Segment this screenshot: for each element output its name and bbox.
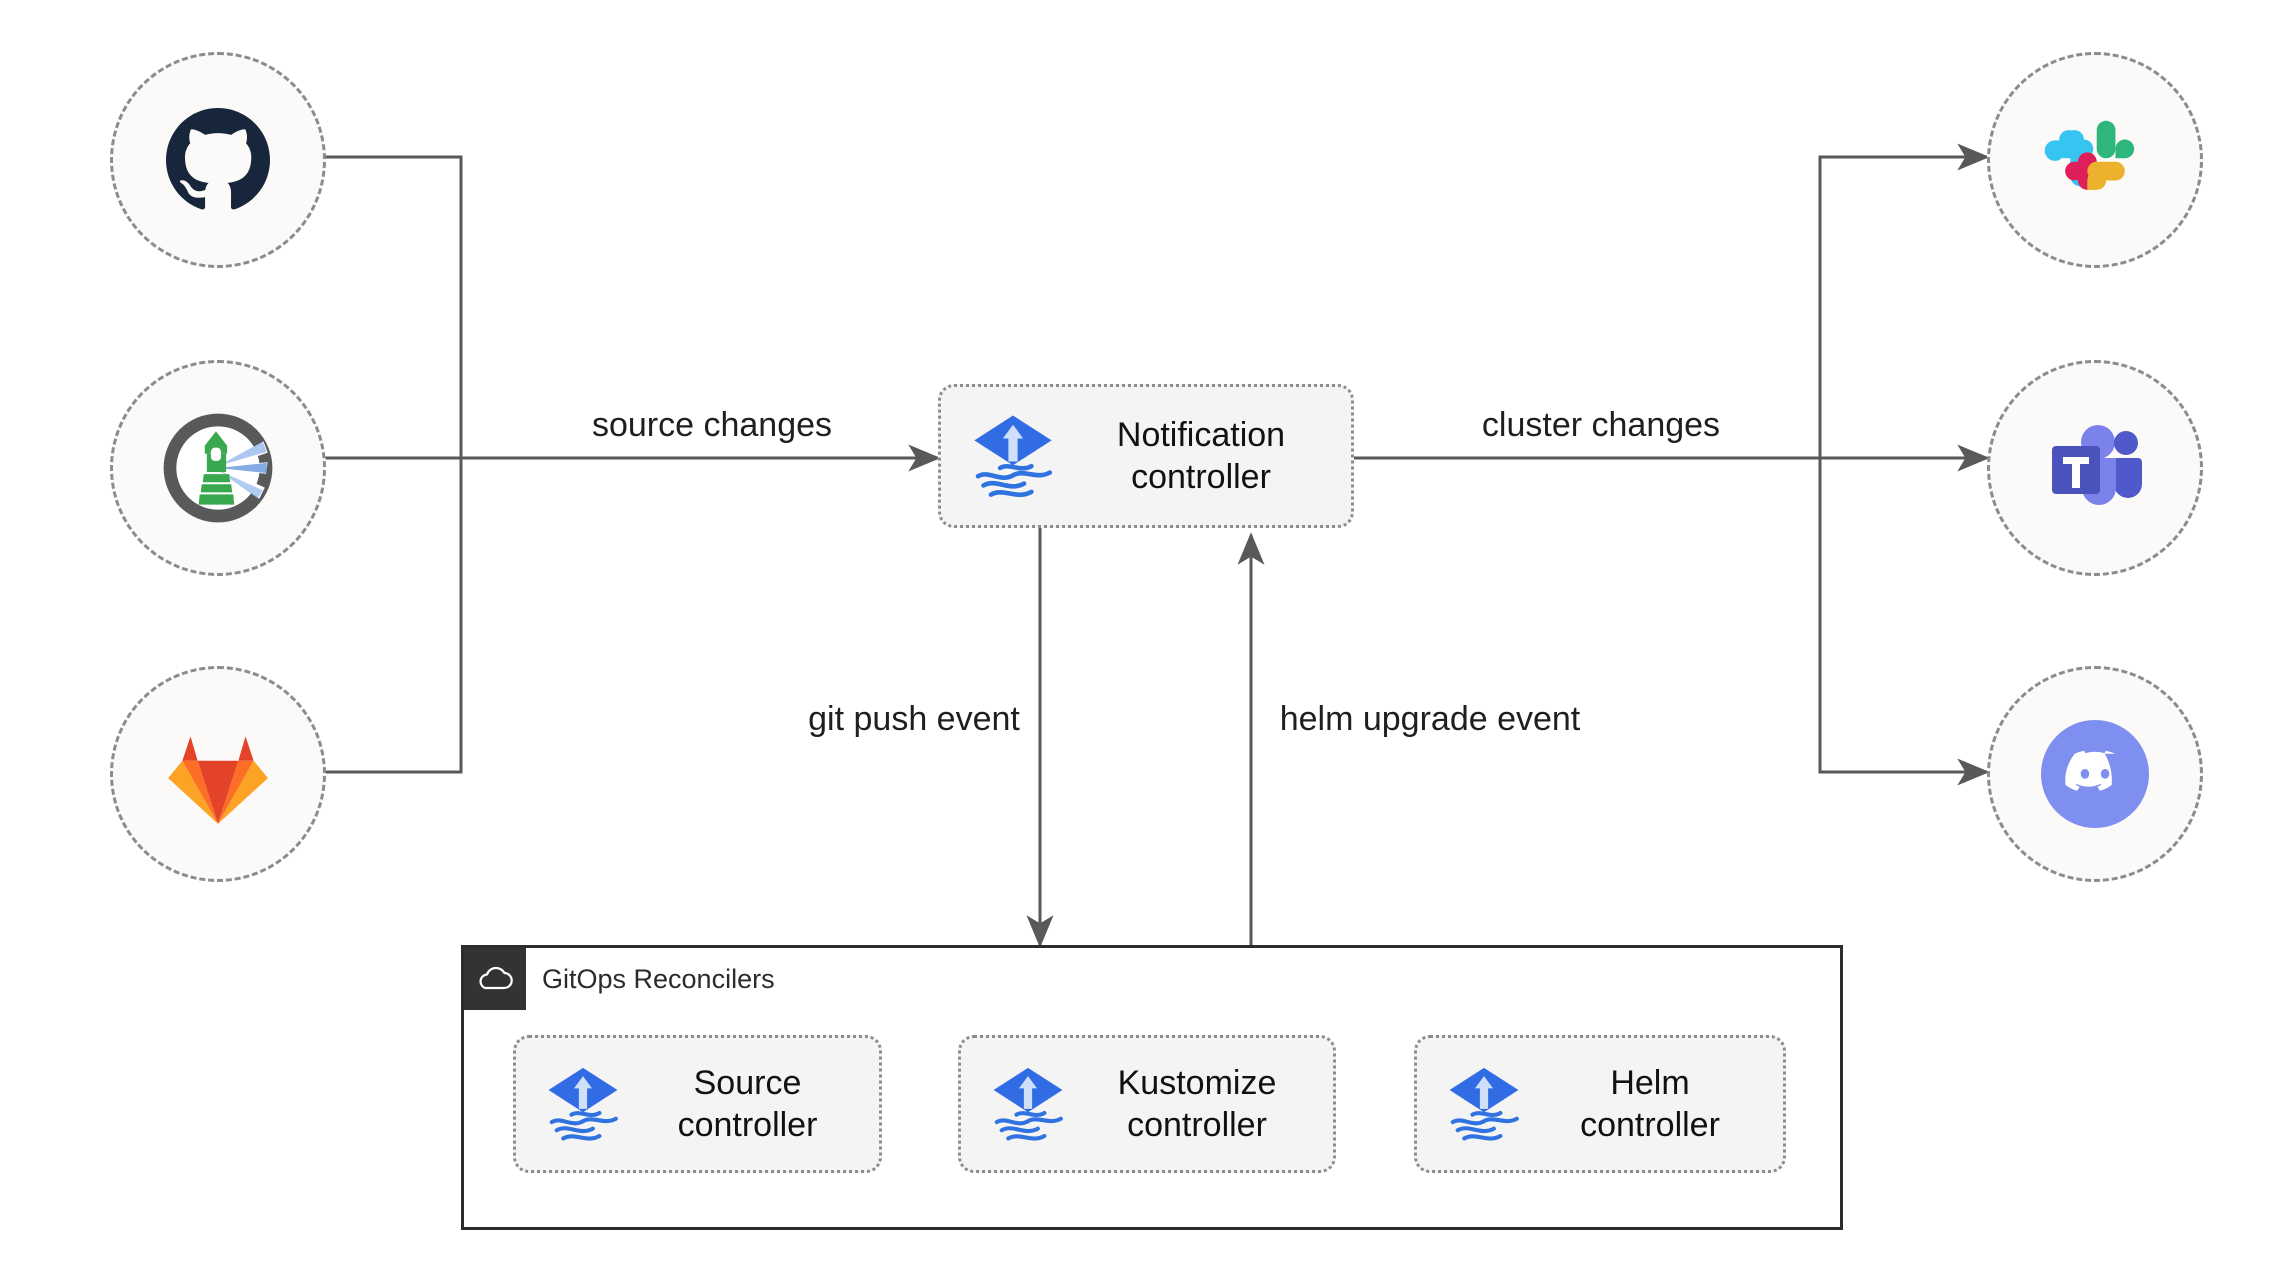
kustomize-controller-box[interactable]: Kustomize controller	[958, 1035, 1336, 1173]
edge-label-helm-upgrade-event: helm upgrade event	[1268, 698, 1592, 741]
kustomize-controller-line2: controller	[1127, 1106, 1267, 1144]
edge-github-to-trunk	[311, 155, 463, 458]
helm-controller-line2: controller	[1580, 1106, 1720, 1144]
source-node-github[interactable]	[110, 52, 326, 268]
source-controller-line2: controller	[677, 1106, 818, 1144]
source-node-fluxcd[interactable]	[110, 360, 326, 576]
helm-controller-box[interactable]: Helm controller	[1414, 1035, 1786, 1173]
destination-node-slack[interactable]	[1987, 52, 2203, 268]
helm-controller-line1: Helm	[1610, 1063, 1690, 1102]
edge-gitlab-to-trunk	[311, 458, 463, 774]
edge-label-source-changes: source changes	[572, 404, 852, 447]
flux-logo-icon	[974, 415, 1053, 498]
edge-label-cluster-changes: cluster changes	[1462, 404, 1740, 447]
gitops-reconcilers-title: GitOps Reconcilers	[542, 963, 775, 994]
slack-icon	[2044, 120, 2135, 190]
edge-trunk-to-discord	[1818, 458, 1990, 786]
flux-logo-icon	[548, 1067, 618, 1141]
source-node-gitlab[interactable]	[110, 666, 326, 882]
source-controller-label: Source controller	[630, 1062, 879, 1147]
destination-node-teams[interactable]	[1987, 360, 2203, 576]
ms-teams-icon	[2052, 425, 2142, 505]
notification-controller-box[interactable]: Notification controller	[938, 384, 1354, 528]
source-controller-line1: Source	[693, 1063, 802, 1102]
notification-controller-label: Notification controller	[1065, 414, 1351, 499]
source-controller-box[interactable]: Source controller	[513, 1035, 882, 1173]
fluxcd-lighthouse-icon	[163, 413, 273, 523]
notification-controller-line1: Notification	[1116, 415, 1286, 454]
gitops-reconcilers-header: GitOps Reconcilers	[464, 948, 775, 1010]
helm-controller-label: Helm controller	[1531, 1062, 1783, 1147]
flux-logo-icon	[993, 1067, 1063, 1141]
kustomize-controller-line1: Kustomize	[1117, 1063, 1277, 1102]
edge-label-git-push-event: git push event	[790, 698, 1038, 741]
kustomize-controller-label: Kustomize controller	[1075, 1062, 1333, 1147]
cloud-icon	[479, 966, 513, 990]
flux-logo-icon	[1449, 1067, 1519, 1141]
github-icon	[166, 108, 270, 210]
gitlab-icon	[168, 736, 268, 824]
cloud-icon-container	[464, 948, 526, 1010]
discord-icon	[2041, 720, 2149, 828]
destination-node-discord[interactable]	[1987, 666, 2203, 882]
edge-trunk-to-slack	[1818, 143, 1990, 458]
notification-controller-line2: controller	[1131, 458, 1271, 496]
